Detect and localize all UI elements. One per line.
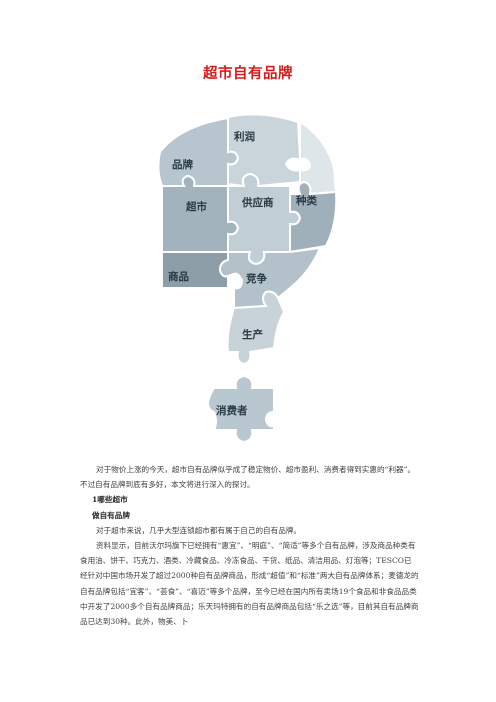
puzzle-piece-production xyxy=(226,290,286,366)
piece-label-category: 种类 xyxy=(295,194,317,207)
piece-label-goods: 商品 xyxy=(168,270,189,283)
puzzle-illustration: 利润 品牌 超市 供应商 种类 商品 竞争 生产 消费者 xyxy=(157,113,338,444)
piece-label-supplier: 供应商 xyxy=(241,196,274,209)
article-body: 对于物价上涨的今天，超市自有品牌似乎成了稳定物价、超市盈利、消费者得到实惠的“利… xyxy=(80,462,419,629)
piece-label-profit: 利润 xyxy=(234,130,255,143)
body-paragraph-2: 资料显示，目前沃尔玛旗下已经拥有“惠宜”、“明庭”、“简适”等多个自有品牌，涉及… xyxy=(80,541,419,627)
section-heading-1: 1哪些超市 xyxy=(92,495,128,505)
piece-label-competition: 竞争 xyxy=(246,272,267,285)
piece-label-consumer: 消费者 xyxy=(216,404,248,417)
puzzle-question-mark-figure: 利润 品牌 超市 供应商 种类 商品 竞争 生产 消费者 xyxy=(150,112,340,452)
puzzle-piece-brand xyxy=(157,116,240,187)
piece-label-brand: 品牌 xyxy=(172,158,193,171)
page-title: 超市自有品牌 xyxy=(203,66,293,82)
body-paragraph-1: 对于超市来说，几乎大型连锁超市都有属于自己的自有品牌。 xyxy=(96,525,302,535)
puzzle-piece-category xyxy=(289,180,338,254)
puzzle-piece-supermarket xyxy=(161,174,240,253)
piece-label-supermarket: 超市 xyxy=(185,200,207,213)
puzzle-piece-consumer xyxy=(206,374,275,444)
intro-paragraph: 对于物价上涨的今天，超市自有品牌似乎成了稳定物价、超市盈利、消费者得到实惠的“利… xyxy=(80,465,416,490)
section-heading-2: 做自有品牌 xyxy=(92,510,130,520)
puzzle-piece-profit xyxy=(227,113,302,188)
piece-label-production: 生产 xyxy=(242,328,263,341)
